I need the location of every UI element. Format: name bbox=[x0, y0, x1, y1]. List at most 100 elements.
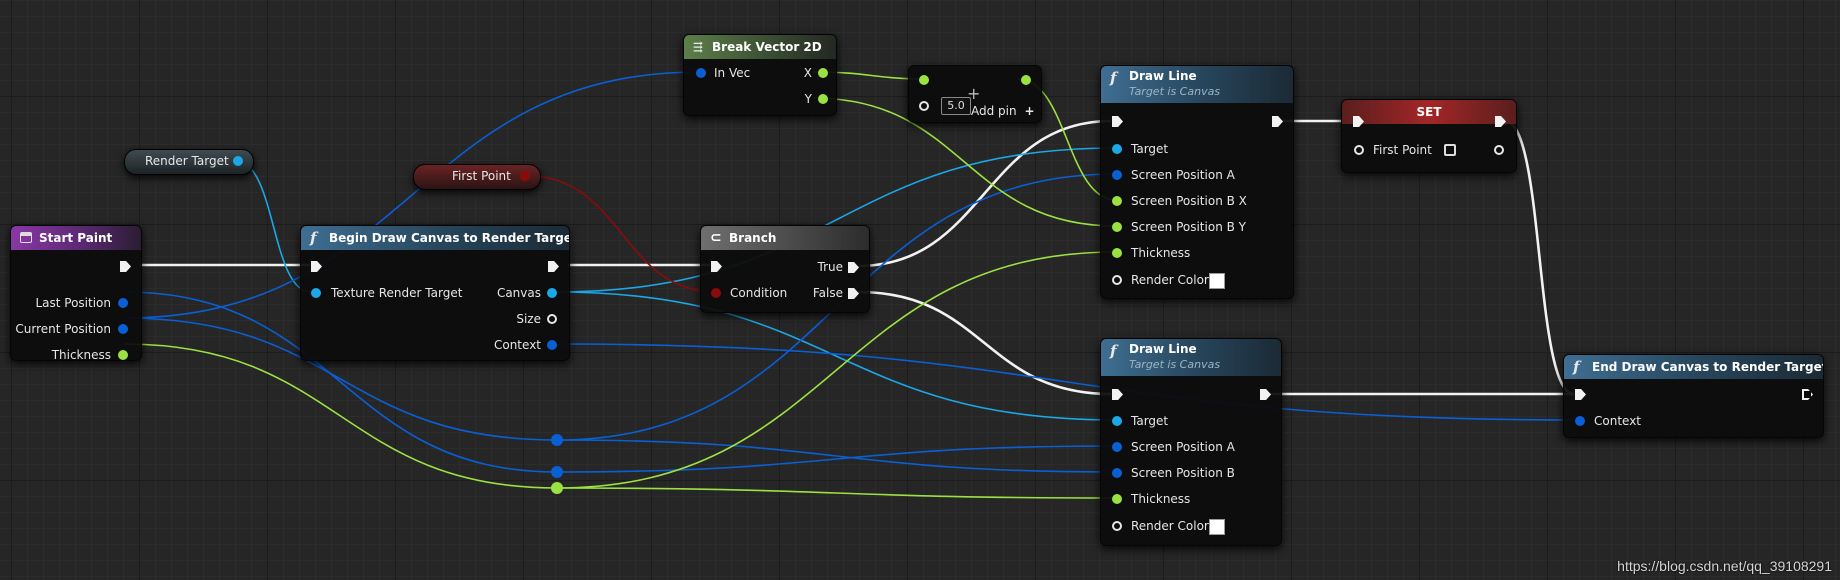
true-exec-out[interactable] bbox=[848, 262, 859, 273]
texture-render-target-pin-row: Texture Render Target bbox=[301, 283, 481, 303]
dl2-render-color-pin[interactable] bbox=[1112, 521, 1122, 531]
current-position-pin-row: Current Position bbox=[11, 319, 141, 339]
branch-node[interactable]: ⊂ Branch Condition True False bbox=[700, 225, 870, 313]
break-vector-2d-node[interactable]: ⇶ Break Vector 2D In Vec X Y bbox=[683, 34, 837, 116]
draw-line-1-exec-in[interactable] bbox=[1112, 116, 1123, 127]
canvas-pin[interactable] bbox=[547, 288, 557, 298]
draw-line-2-subtitle: Target is Canvas bbox=[1129, 358, 1221, 371]
first-point-variable[interactable]: First Point bbox=[413, 164, 541, 190]
dl2-render-color-swatch[interactable] bbox=[1209, 519, 1225, 535]
dl1-screen-by-pin[interactable] bbox=[1112, 222, 1122, 232]
end-draw-canvas-header[interactable]: f End Draw Canvas to Render Target bbox=[1564, 355, 1823, 379]
true-pin-row: True bbox=[789, 257, 869, 277]
begin-draw-exec-in[interactable] bbox=[311, 261, 322, 272]
set-exec-in[interactable] bbox=[1353, 116, 1364, 127]
dl1-screen-a-row: Screen Position A bbox=[1101, 165, 1291, 185]
draw-line-2-header[interactable]: f Draw Line Target is Canvas bbox=[1101, 339, 1281, 376]
texture-render-target-pin[interactable] bbox=[311, 288, 321, 298]
begin-draw-canvas-header[interactable]: f Begin Draw Canvas to Render Target bbox=[301, 226, 569, 250]
add-output-pin[interactable] bbox=[1021, 75, 1031, 85]
draw-line-1-exec-out[interactable] bbox=[1272, 116, 1283, 127]
canvas-pin-row: Canvas bbox=[469, 283, 569, 303]
set-header[interactable]: SET bbox=[1342, 100, 1516, 124]
function-icon: f bbox=[310, 229, 317, 247]
wire-exec-true-drawline1 bbox=[857, 119, 1112, 268]
dl1-screen-a-pin[interactable] bbox=[1112, 170, 1122, 180]
draw-line-2-exec-out[interactable] bbox=[1260, 389, 1271, 400]
add-input-b-pin[interactable] bbox=[919, 101, 929, 111]
begin-draw-exec-out[interactable] bbox=[548, 261, 559, 272]
current-position-pin[interactable] bbox=[118, 324, 128, 334]
dl2-render-color-row: Render Color bbox=[1101, 516, 1279, 536]
dl1-render-color-label: Render Color bbox=[1131, 273, 1209, 287]
reroute-node-last-position[interactable] bbox=[551, 466, 563, 478]
dl2-thickness-pin[interactable] bbox=[1112, 494, 1122, 504]
reroute-node-thickness[interactable] bbox=[551, 482, 563, 494]
end-draw-exec-in[interactable] bbox=[1575, 389, 1586, 400]
break-vector-2d-title: Break Vector 2D bbox=[712, 40, 822, 54]
set-first-point-checkbox[interactable] bbox=[1444, 144, 1456, 156]
begin-draw-canvas-node[interactable]: f Begin Draw Canvas to Render Target Tex… bbox=[300, 225, 570, 361]
add-input-a-pin[interactable] bbox=[919, 75, 929, 85]
watermark: https://blog.csdn.net/qq_39108291 bbox=[1617, 558, 1832, 574]
begin-draw-canvas-title: Begin Draw Canvas to Render Target bbox=[329, 231, 569, 245]
start-paint-header[interactable]: Start Paint bbox=[11, 226, 141, 250]
wire-context-to-enddraw bbox=[555, 343, 1580, 421]
last-position-pin[interactable] bbox=[118, 298, 128, 308]
dl2-screen-a-pin[interactable] bbox=[1112, 442, 1122, 452]
dl1-screen-by-label: Screen Position B Y bbox=[1131, 220, 1246, 234]
draw-line-2-exec-in[interactable] bbox=[1112, 389, 1123, 400]
dl2-target-pin[interactable] bbox=[1112, 416, 1122, 426]
dl2-target-row: Target bbox=[1101, 411, 1279, 431]
dl1-render-color-swatch[interactable] bbox=[1209, 273, 1225, 289]
start-paint-exec-out[interactable] bbox=[120, 261, 131, 272]
end-draw-context-row: Context bbox=[1564, 411, 1714, 431]
add-node[interactable]: 5.0 + Add pin + bbox=[908, 65, 1042, 123]
set-first-point-out-pin[interactable] bbox=[1494, 145, 1504, 155]
render-target-variable[interactable]: Render Target bbox=[124, 149, 254, 175]
branch-icon: ⊂ bbox=[710, 230, 722, 246]
add-value-field[interactable]: 5.0 bbox=[941, 97, 971, 115]
in-vec-pin[interactable] bbox=[696, 68, 706, 78]
context-label: Context bbox=[493, 338, 541, 352]
draw-line-node-2[interactable]: f Draw Line Target is Canvas Target Scre… bbox=[1100, 338, 1282, 546]
branch-header[interactable]: ⊂ Branch bbox=[701, 226, 869, 250]
dl2-target-label: Target bbox=[1131, 414, 1169, 428]
dl1-render-color-pin[interactable] bbox=[1112, 275, 1122, 285]
dl1-screen-bx-pin[interactable] bbox=[1112, 196, 1122, 206]
break-vector-2d-header[interactable]: ⇶ Break Vector 2D bbox=[684, 35, 836, 59]
dl1-target-pin[interactable] bbox=[1112, 144, 1122, 154]
false-exec-out[interactable] bbox=[848, 288, 859, 299]
draw-line-1-header[interactable]: f Draw Line Target is Canvas bbox=[1101, 66, 1293, 103]
end-draw-exec-out[interactable] bbox=[1802, 389, 1813, 400]
set-exec-out[interactable] bbox=[1495, 116, 1506, 127]
dl2-screen-b-pin[interactable] bbox=[1112, 468, 1122, 478]
wire-reroute-to-dl2-screen-a bbox=[556, 445, 1117, 473]
in-vec-label: In Vec bbox=[714, 66, 751, 80]
thickness-pin[interactable] bbox=[118, 350, 128, 360]
condition-pin[interactable] bbox=[711, 288, 721, 298]
in-vec-pin-row: In Vec bbox=[684, 63, 784, 83]
x-pin[interactable] bbox=[818, 68, 828, 78]
end-draw-canvas-node[interactable]: f End Draw Canvas to Render Target Conte… bbox=[1563, 354, 1824, 438]
render-target-pin[interactable] bbox=[233, 156, 243, 166]
context-pin[interactable] bbox=[547, 340, 557, 350]
draw-line-2-title: Draw Line bbox=[1129, 342, 1197, 356]
add-pin-button[interactable]: Add pin + bbox=[971, 102, 1035, 120]
dl2-screen-b-label: Screen Position B bbox=[1131, 466, 1235, 480]
end-draw-context-pin[interactable] bbox=[1575, 416, 1585, 426]
size-pin[interactable] bbox=[547, 314, 557, 324]
set-first-point-pin[interactable] bbox=[1354, 145, 1364, 155]
start-paint-node[interactable]: Start Paint Last Position Current Positi… bbox=[10, 225, 142, 362]
dl1-thickness-pin[interactable] bbox=[1112, 248, 1122, 258]
set-node[interactable]: SET First Point bbox=[1341, 99, 1517, 173]
reroute-node-current-position[interactable] bbox=[551, 434, 563, 446]
branch-exec-in[interactable] bbox=[711, 261, 722, 272]
y-pin[interactable] bbox=[818, 94, 828, 104]
dl2-thickness-label: Thickness bbox=[1131, 492, 1191, 506]
event-icon bbox=[20, 232, 32, 243]
first-point-get-pin[interactable] bbox=[520, 171, 530, 181]
dl2-screen-a-row: Screen Position A bbox=[1101, 437, 1279, 457]
draw-line-node-1[interactable]: f Draw Line Target is Canvas Target Scre… bbox=[1100, 65, 1294, 299]
wire-exec-false-drawline2 bbox=[857, 290, 1112, 396]
